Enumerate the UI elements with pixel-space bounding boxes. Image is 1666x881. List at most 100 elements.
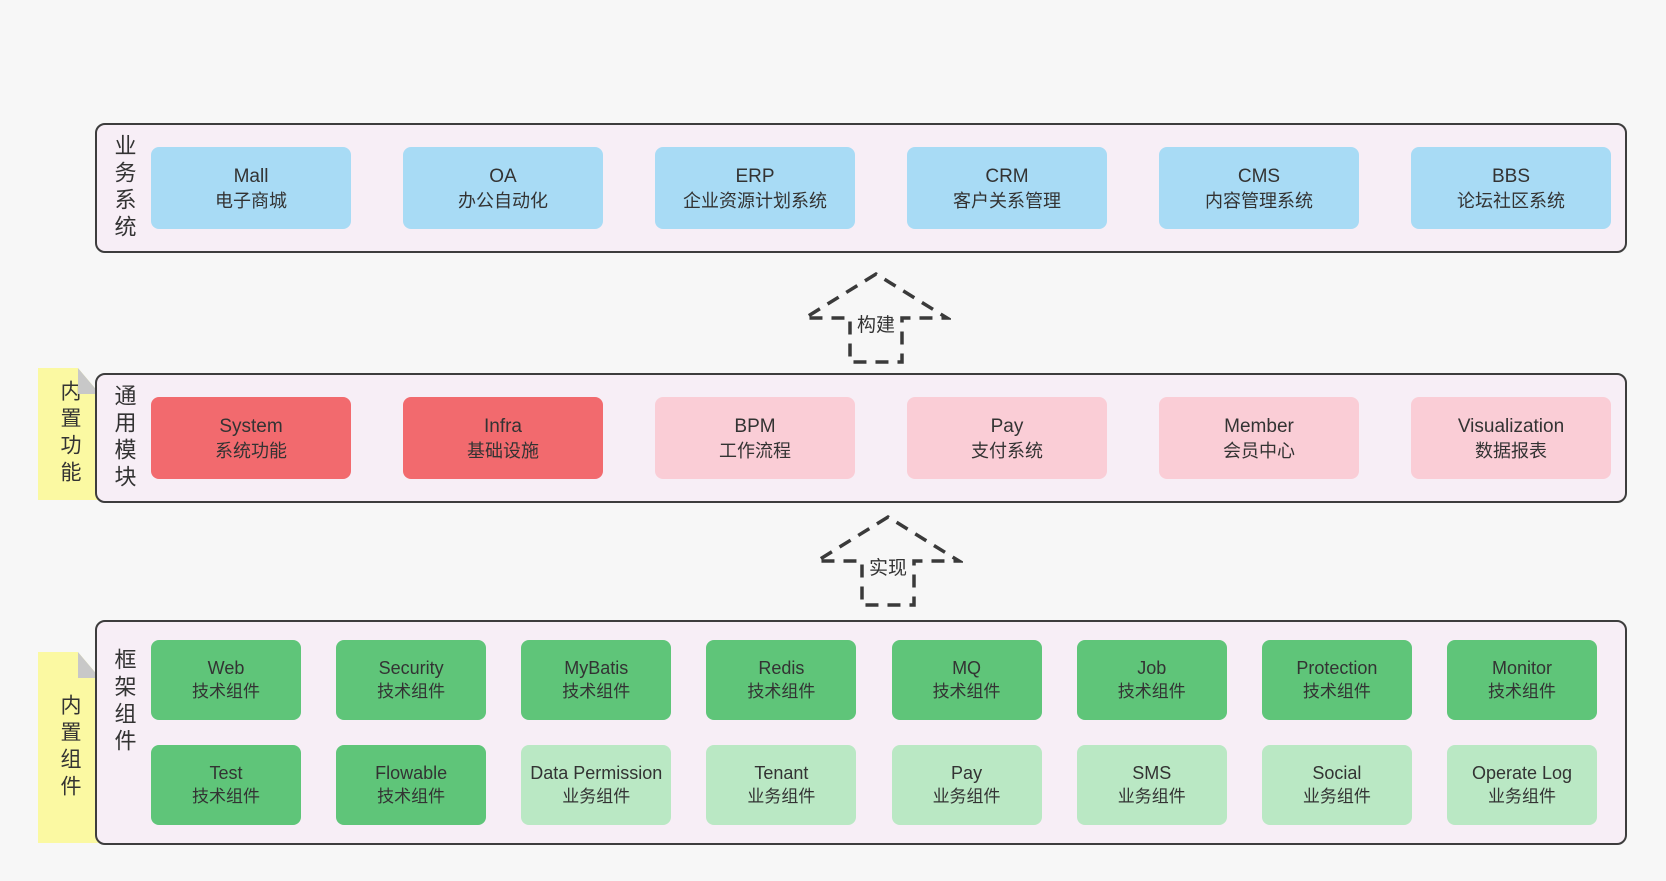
box-subtitle: 技术组件 xyxy=(192,682,260,701)
box-title: Pay xyxy=(951,763,983,783)
arrow-implement: 实现 xyxy=(813,514,963,608)
box-subtitle: 业务组件 xyxy=(932,787,1001,806)
box-title: Operate Log xyxy=(1471,763,1573,783)
box-cms: CMS 内容管理系统 xyxy=(1159,147,1359,229)
box-pay: Pay 支付系统 xyxy=(907,397,1107,479)
box-title: CRM xyxy=(985,165,1029,187)
box-title: Monitor xyxy=(1491,658,1552,678)
box-title: Pay xyxy=(990,415,1024,437)
band-business-systems: 业务系统 Mall 电子商城 OA 办公自动化 ERP 企业资源计划系统 CRM… xyxy=(95,123,1627,253)
box-subtitle: 基础设施 xyxy=(467,440,539,461)
box-web: Web 技术组件 xyxy=(151,640,301,720)
box-operate-log: Operate Log 业务组件 xyxy=(1446,745,1597,825)
box-visualization: Visualization 数据报表 xyxy=(1411,397,1611,479)
box-subtitle: 电子商城 xyxy=(215,190,287,211)
box-test: Test 技术组件 xyxy=(151,745,301,825)
box-title: Visualization xyxy=(1457,415,1565,437)
box-subtitle: 数据报表 xyxy=(1475,440,1547,461)
sticky-label: 内置组件 xyxy=(58,693,82,802)
box-title: OA xyxy=(489,165,517,187)
box-subtitle: 业务组件 xyxy=(1302,787,1371,806)
box-bpm: BPM 工作流程 xyxy=(655,397,855,479)
framework-components-row-1: Web 技术组件 Security 技术组件 MyBatis 技术组件 Redi… xyxy=(151,640,1597,720)
band-common-modules: 通用模块 System 系统功能 Infra 基础设施 BPM 工作流程 Pay… xyxy=(95,373,1627,503)
box-title: Infra xyxy=(483,415,523,437)
box-title: Data Permission xyxy=(530,763,663,783)
box-mybatis: MyBatis 技术组件 xyxy=(521,640,672,720)
box-subtitle: 企业资源计划系统 xyxy=(683,190,827,211)
box-subtitle: 客户关系管理 xyxy=(953,190,1061,211)
box-crm: CRM 客户关系管理 xyxy=(907,147,1107,229)
box-subtitle: 会员中心 xyxy=(1223,440,1295,461)
box-subtitle: 技术组件 xyxy=(932,682,1001,701)
box-subtitle: 技术组件 xyxy=(377,682,446,701)
box-title: Tenant xyxy=(754,763,809,783)
arrow-label: 构建 xyxy=(853,309,899,338)
box-erp: ERP 企业资源计划系统 xyxy=(655,147,855,229)
box-title: Job xyxy=(1137,658,1167,678)
band-label-framework-components: 框架组件 xyxy=(97,622,151,843)
box-subtitle: 技术组件 xyxy=(562,682,631,701)
box-subtitle: 论坛社区系统 xyxy=(1457,190,1565,211)
box-subtitle: 办公自动化 xyxy=(458,190,548,211)
band-label-common-modules: 通用模块 xyxy=(97,375,151,501)
arrow-build: 构建 xyxy=(801,271,951,365)
arrow-up-icon xyxy=(801,271,951,364)
box-subtitle: 业务组件 xyxy=(1487,787,1556,806)
box-title: Social xyxy=(1312,763,1362,783)
box-subtitle: 业务组件 xyxy=(1117,787,1186,806)
band-label-text: 业务系统 xyxy=(111,134,137,242)
box-title: Mall xyxy=(233,165,269,187)
box-job: Job 技术组件 xyxy=(1076,640,1227,720)
box-title: BPM xyxy=(734,415,776,437)
arrow-label: 实现 xyxy=(865,552,911,581)
box-infra: Infra 基础设施 xyxy=(403,397,603,479)
box-subtitle: 技术组件 xyxy=(377,787,446,806)
arrow-up-icon xyxy=(813,514,963,607)
box-pay-component: Pay 业务组件 xyxy=(891,745,1042,825)
box-title: Member xyxy=(1224,415,1294,437)
common-modules-boxes: System 系统功能 Infra 基础设施 BPM 工作流程 Pay 支付系统… xyxy=(151,375,1625,501)
box-title: System xyxy=(219,415,283,437)
box-bbs: BBS 论坛社区系统 xyxy=(1411,147,1611,229)
band-framework-components: 框架组件 Web 技术组件 Security 技术组件 MyBatis 技术组件… xyxy=(95,620,1627,845)
framework-components-rows: Web 技术组件 Security 技术组件 MyBatis 技术组件 Redi… xyxy=(151,622,1625,843)
box-title: Protection xyxy=(1296,658,1378,678)
box-mq: MQ 技术组件 xyxy=(891,640,1042,720)
box-oa: OA 办公自动化 xyxy=(403,147,603,229)
band-label-text: 通用模块 xyxy=(111,384,137,492)
box-title: Test xyxy=(209,763,243,783)
box-subtitle: 内容管理系统 xyxy=(1205,190,1313,211)
box-monitor: Monitor 技术组件 xyxy=(1446,640,1597,720)
box-title: Redis xyxy=(758,658,805,678)
box-mall: Mall 电子商城 xyxy=(151,147,351,229)
box-subtitle: 技术组件 xyxy=(747,682,816,701)
box-title: ERP xyxy=(735,165,775,187)
box-subtitle: 技术组件 xyxy=(1302,682,1371,701)
box-social: Social 业务组件 xyxy=(1261,745,1412,825)
box-tenant: Tenant 业务组件 xyxy=(706,745,857,825)
box-subtitle: 业务组件 xyxy=(747,787,816,806)
box-redis: Redis 技术组件 xyxy=(706,640,857,720)
box-subtitle: 支付系统 xyxy=(971,440,1043,461)
box-data-permission: Data Permission 业务组件 xyxy=(521,745,672,825)
box-title: MyBatis xyxy=(564,658,629,678)
box-title: Web xyxy=(207,658,245,678)
sticky-note-built-in-features: 内置功能 xyxy=(38,368,100,500)
box-title: BBS xyxy=(1491,165,1531,187)
box-subtitle: 技术组件 xyxy=(1117,682,1186,701)
box-subtitle: 工作流程 xyxy=(719,440,791,461)
box-subtitle: 业务组件 xyxy=(562,787,631,806)
box-title: SMS xyxy=(1132,763,1172,783)
box-protection: Protection 技术组件 xyxy=(1261,640,1412,720)
business-systems-boxes: Mall 电子商城 OA 办公自动化 ERP 企业资源计划系统 CRM 客户关系… xyxy=(151,125,1625,251)
box-subtitle: 技术组件 xyxy=(1487,682,1556,701)
box-title: CMS xyxy=(1237,165,1281,187)
box-member: Member 会员中心 xyxy=(1159,397,1359,479)
box-title: Flowable xyxy=(375,763,448,783)
box-subtitle: 系统功能 xyxy=(215,440,287,461)
box-title: Security xyxy=(378,658,444,678)
box-title: MQ xyxy=(952,658,982,678)
box-subtitle: 技术组件 xyxy=(192,787,260,806)
